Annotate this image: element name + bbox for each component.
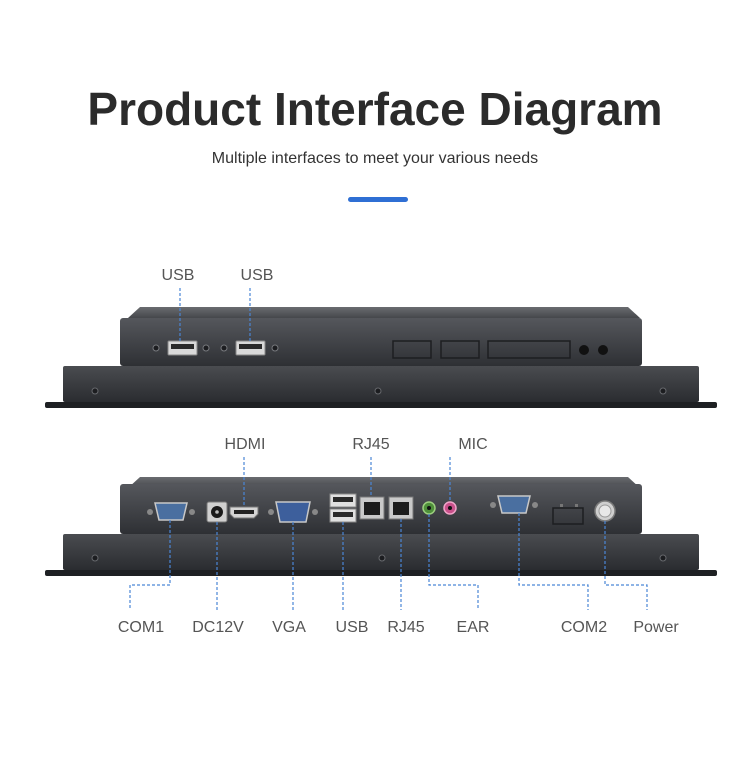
vga-port-icon (268, 501, 318, 523)
bottom-view-device (45, 477, 717, 576)
label-usb-top-2: USB (241, 267, 274, 284)
usb-port-icon (235, 340, 266, 356)
screw-icon (378, 554, 386, 562)
usb-port-icon (167, 340, 198, 356)
screw-icon (374, 387, 382, 395)
top-leader-lines (179, 288, 251, 341)
accent-bar (348, 197, 408, 202)
label-vga: VGA (272, 619, 306, 636)
label-rj45-bottom: RJ45 (387, 619, 424, 636)
rj45-port-icon (359, 496, 385, 520)
label-com1: COM1 (118, 619, 164, 636)
screw-icon (91, 387, 99, 395)
page-title: Product Interface Diagram (87, 83, 663, 135)
screw-icon (659, 554, 667, 562)
label-hdmi: HDMI (225, 436, 266, 453)
label-mic: MIC (458, 436, 487, 453)
screw-icon (271, 344, 279, 352)
power-button-icon (594, 500, 616, 522)
screw-icon (91, 554, 99, 562)
label-ear: EAR (457, 619, 490, 636)
screw-icon (659, 387, 667, 395)
dc12v-jack-icon (206, 501, 228, 523)
top-view-device (45, 307, 717, 408)
rj45-port-icon (388, 496, 414, 520)
screw-icon (152, 344, 160, 352)
com2-port-icon (490, 495, 538, 514)
mic-jack-icon (443, 501, 457, 515)
hdmi-port-icon (229, 506, 259, 519)
page-subtitle: Multiple interfaces to meet your various… (211, 150, 539, 167)
screw-icon (202, 344, 210, 352)
screw-icon (220, 344, 228, 352)
bottom-leader-lines (129, 513, 648, 610)
label-usb-bottom: USB (336, 619, 369, 636)
ear-jack-icon (422, 501, 436, 515)
label-usb-top-1: USB (162, 267, 195, 284)
com1-port-icon (147, 502, 195, 521)
label-power: Power (633, 619, 679, 636)
bottom-top-leader-lines (243, 457, 451, 507)
dual-usb-port-icon (329, 493, 357, 523)
label-rj45-top: RJ45 (352, 436, 389, 453)
label-dc12v: DC12V (192, 619, 244, 636)
label-com2: COM2 (561, 619, 607, 636)
